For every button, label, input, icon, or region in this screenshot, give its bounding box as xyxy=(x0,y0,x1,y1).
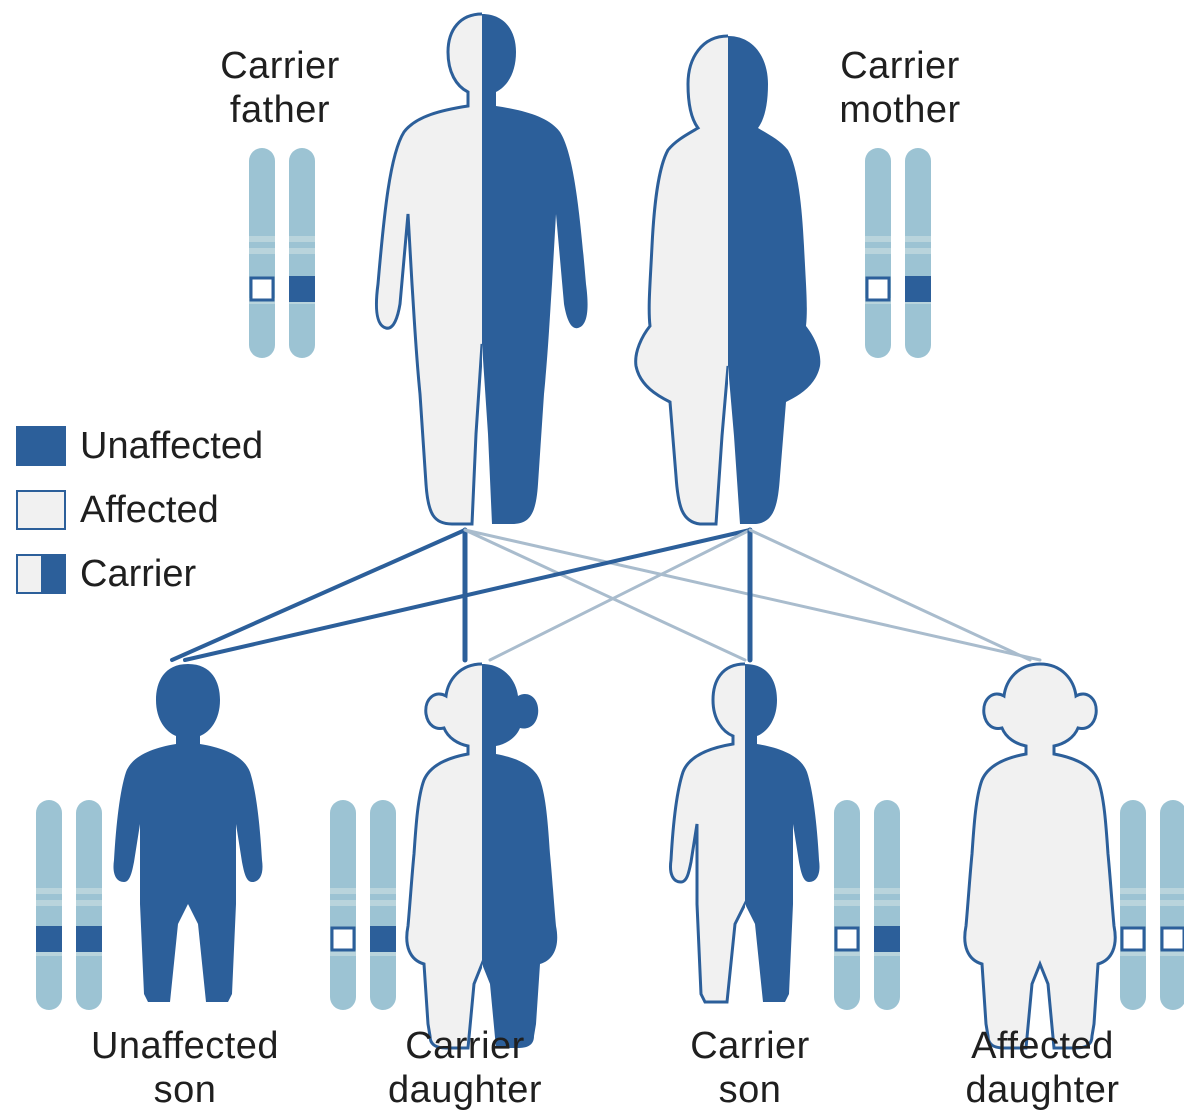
mother-allele-dark xyxy=(905,276,931,302)
carrier-father-label: Carrier father xyxy=(190,44,370,132)
legend-affected-swatch xyxy=(16,490,66,530)
legend-unaffected: Unaffected xyxy=(16,424,263,468)
unaffected-son-label: Unaffected son xyxy=(60,1024,310,1112)
unaffected-son-figure xyxy=(113,664,262,1002)
legend-unaffected-text: Unaffected xyxy=(80,425,263,468)
legend-carrier-text: Carrier xyxy=(80,553,196,596)
carrier-father-figure xyxy=(376,14,587,524)
inheritance-lines xyxy=(172,530,1040,660)
unaffected-son-chromosomes xyxy=(36,800,102,1010)
carrier-mother-label: Carrier mother xyxy=(810,44,990,132)
affected-daughter-figure xyxy=(965,664,1115,1048)
affected-daughter-chromosomes xyxy=(1120,800,1184,1010)
carrier-son-chromosomes xyxy=(834,800,900,1010)
legend-carrier: Carrier xyxy=(16,552,196,596)
mother-chromosomes xyxy=(865,148,931,358)
carrier-daughter-figure xyxy=(407,664,557,1048)
line-mother-daughter xyxy=(490,530,750,660)
legend-unaffected-swatch xyxy=(16,426,66,466)
carrier-son-label: Carrier son xyxy=(650,1024,850,1112)
line-father-son1 xyxy=(172,530,465,660)
legend-carrier-swatch xyxy=(16,554,66,594)
mother-allele-normal xyxy=(867,278,889,300)
carrier-daughter-chromosomes xyxy=(330,800,396,1010)
carrier-daughter-label: Carrier daughter xyxy=(360,1024,570,1112)
legend-affected-text: Affected xyxy=(80,489,219,532)
father-allele-dark xyxy=(289,276,315,302)
line-father-son2 xyxy=(465,530,745,660)
legend-affected: Affected xyxy=(16,488,219,532)
father-allele-normal xyxy=(251,278,273,300)
line-mother-affected xyxy=(750,530,1030,660)
father-chromosomes xyxy=(249,148,315,358)
affected-daughter-label: Affected daughter xyxy=(935,1024,1150,1112)
carrier-mother-figure xyxy=(636,36,821,524)
carrier-son-figure xyxy=(670,664,819,1002)
